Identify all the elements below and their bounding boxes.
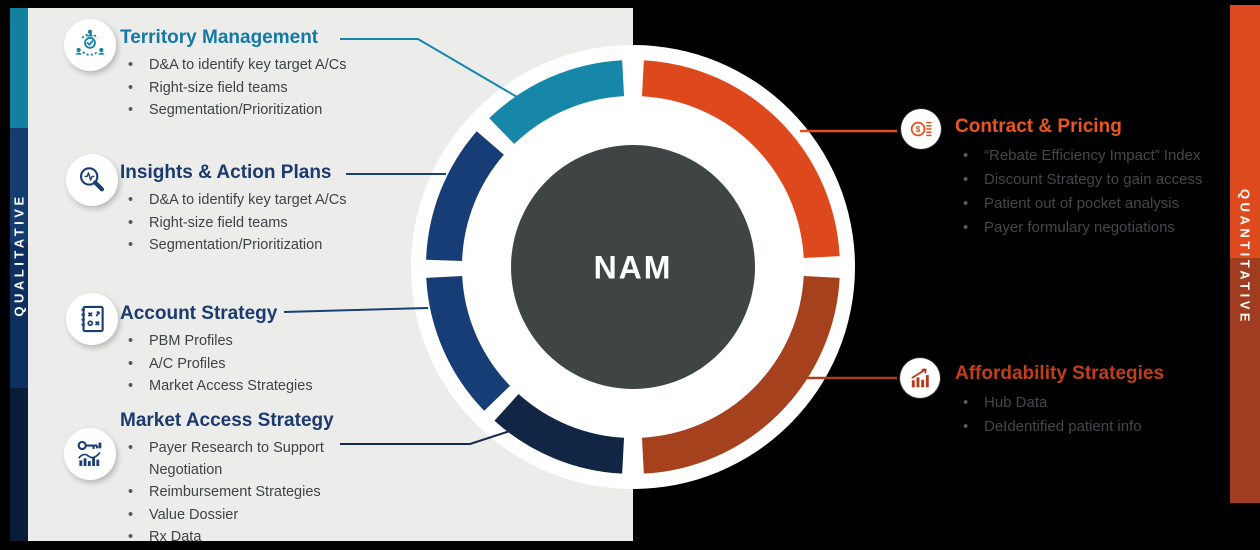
section-title: Account Strategy <box>120 303 278 324</box>
bullet-item: •PBM Profiles <box>128 333 233 349</box>
bullet-item: •Market Access Strategies <box>128 378 313 394</box>
bullet-item: •Rx Data <box>128 529 202 545</box>
bullet-item: •Value Dossier <box>128 506 239 523</box>
rail-segment-navy <box>10 128 28 243</box>
rail-segment-teal <box>10 8 28 128</box>
section-title: Insights & Action Plans <box>120 162 332 183</box>
bullet-item: •D&A to identify key target A/Cs <box>128 57 347 73</box>
section-bullet-list: •Payer Research to Support Negotiation •… <box>120 438 348 549</box>
magnifier-pulse-icon <box>66 154 118 206</box>
qualitative-rail: QUALITATIVE <box>10 8 28 541</box>
key-analytics-icon <box>64 428 116 480</box>
svg-text:$: $ <box>916 125 921 134</box>
section-title: Market Access Strategy <box>120 410 334 431</box>
rail-segment-darkest-navy <box>10 388 28 541</box>
bullet-item: •Right-size field teams <box>128 79 288 96</box>
section-insights-action-plans: Insights & Action Plans •D&A to identify… <box>120 162 346 258</box>
bullet-item: •Patient out of pocket analysis <box>963 195 1180 212</box>
center-circle <box>511 145 755 389</box>
team-territory-icon <box>64 19 116 71</box>
bullet-item: •Payer Research to Support Negotiation <box>128 440 324 478</box>
connector-account <box>283 307 429 313</box>
section-title: Territory Management <box>120 27 319 48</box>
section-title: Contract & Pricing <box>955 116 1122 137</box>
section-bullet-list: •D&A to identify key target A/Cs •Right-… <box>120 55 346 122</box>
arc-territory-management <box>489 60 625 145</box>
connector-market-access <box>340 427 520 445</box>
rail-segment-rust <box>1230 258 1260 503</box>
rail-segment-orange <box>1230 5 1260 258</box>
bullet-item: •“Rebate Efficiency Impact” Index <box>963 147 1201 164</box>
bullet-item: •Discount Strategy to gain access <box>963 171 1203 188</box>
section-title: Affordability Strategies <box>955 363 1165 384</box>
quantitative-rail: QUANTITATIVE <box>1230 5 1260 503</box>
bullet-item: •Reimbursement Strategies <box>128 484 321 500</box>
connector-territory <box>340 38 518 98</box>
arc-contract-pricing <box>641 60 840 259</box>
section-bullet-list: •“Rebate Efficiency Impact” Index •Disco… <box>955 144 1202 239</box>
bullet-item: •Segmentation/Prioritization <box>128 237 323 253</box>
strategy-playbook-icon <box>66 293 118 345</box>
coin-dollar-icon: $ <box>901 109 941 149</box>
section-bullet-list: •PBM Profiles •A/C Profiles •Market Acce… <box>120 331 313 398</box>
bullet-item: •DeIdentified patient info <box>963 418 1142 435</box>
section-contract-pricing: Contract & Pricing •“Rebate Efficiency I… <box>955 116 1202 240</box>
arc-insights-action-plans <box>426 131 505 262</box>
section-affordability-strategies: Affordability Strategies •Hub Data •DeId… <box>955 363 1164 439</box>
bullet-item: •Payer formulary negotiations <box>963 219 1175 236</box>
arc-account-strategy <box>426 275 511 411</box>
bullet-item: •D&A to identify key target A/Cs <box>128 192 347 208</box>
bullet-item: •A/C Profiles <box>128 355 226 372</box>
arc-affordability-strategies <box>641 275 840 474</box>
center-region-label: NAM <box>593 249 673 286</box>
section-account-strategy: Account Strategy •PBM Profiles •A/C Prof… <box>120 303 313 399</box>
section-market-access-strategy: Market Access Strategy •Payer Research t… <box>120 410 348 550</box>
section-bullet-list: •Hub Data •DeIdentified patient info <box>955 391 1164 438</box>
bullet-item: •Hub Data <box>963 394 1048 411</box>
arc-market-access-strategy <box>494 393 625 474</box>
growth-chart-icon <box>900 358 940 398</box>
section-territory-management: Territory Management •D&A to identify ke… <box>120 27 346 123</box>
bullet-item: •Right-size field teams <box>128 214 288 231</box>
rail-segment-darker-navy <box>10 243 28 388</box>
section-bullet-list: •D&A to identify key target A/Cs •Right-… <box>120 190 346 257</box>
bullet-item: •Segmentation/Prioritization <box>128 102 323 118</box>
